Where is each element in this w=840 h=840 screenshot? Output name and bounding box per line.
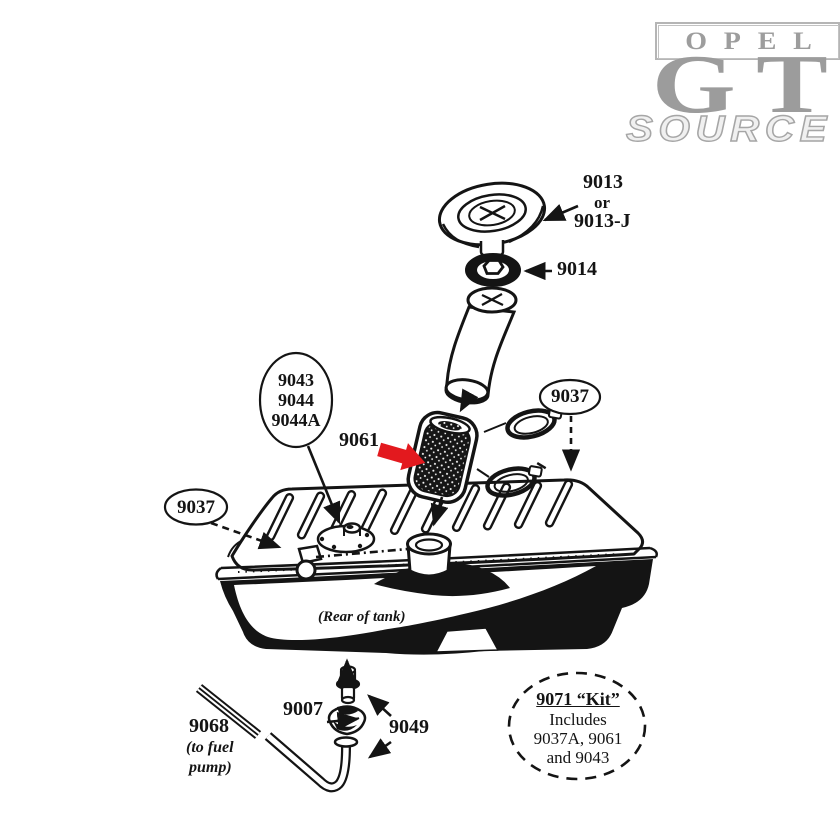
kit-line-parts2: and 9043 [546, 748, 610, 767]
label-rear-of-tank: (Rear of tank) [318, 609, 406, 625]
label-9061: 9061 [339, 429, 379, 451]
pointer-arrow-cap [542, 204, 579, 222]
label-pump: pump) [189, 759, 232, 776]
label-9049: 9049 [389, 716, 429, 738]
kit-oval [507, 671, 647, 781]
kit-title: 9071 “Kit” [536, 689, 620, 709]
label-9037-right: 9037 [551, 386, 589, 407]
label-9043: 9043 [278, 370, 314, 390]
kit-line-parts: 9037A, 9061 [533, 729, 623, 748]
pointer-arrow-vent [210, 521, 282, 550]
vent-valve-illustration [295, 544, 323, 581]
pointer-arrow-drain-plug [326, 711, 360, 730]
gt-logo-text: GT [652, 38, 840, 131]
kit-bubble: 9071 “Kit” Includes 9037A, 9061 and 9043 [509, 689, 647, 767]
clamp-connector-line [483, 422, 507, 433]
callout-oval-clamps [538, 378, 602, 416]
filler-neck-illustration [444, 286, 518, 405]
label-9007: 9007 [283, 698, 323, 720]
gas-cap-illustration [437, 181, 547, 259]
pointer-arrow-sleeve-to-stub [430, 496, 449, 527]
drain-bolt-illustration [335, 665, 361, 705]
drain-pipe-illustration [264, 732, 359, 793]
opel-logo-badge: OPEL [655, 22, 840, 60]
label-9013j: 9013-J [574, 210, 631, 232]
red-highlight-arrow [377, 442, 426, 471]
label-9013: 9013 [583, 171, 623, 193]
label-9014: 9014 [557, 258, 597, 280]
label-to-fuel: (to fuel [186, 739, 234, 756]
label-or: or [594, 193, 611, 212]
callout-oval-vent [163, 488, 229, 526]
pointer-arrow-sender [306, 445, 341, 525]
pointer-arrow-pipe-lower [367, 738, 392, 759]
label-9037-left: 9037 [177, 497, 215, 518]
pointer-arrow-neck-to-sleeve [459, 388, 479, 413]
sender-unit-illustration [316, 522, 376, 554]
callout-oval-sender-group [258, 351, 334, 449]
pointer-dashdot-line [315, 547, 409, 559]
filler-stub [406, 532, 452, 578]
label-9044a: 9044A [271, 410, 321, 430]
hose-clamp-lower-illustration [485, 462, 547, 498]
label-9068: 9068 [189, 715, 229, 737]
kit-line-includes: Includes [549, 710, 607, 729]
cap-washer-illustration [464, 253, 522, 287]
source-logo-text: SOURCE [625, 107, 833, 149]
opel-logo-text: OPEL [685, 28, 829, 55]
fuel-line-illustration [195, 684, 262, 739]
label-9044: 9044 [278, 390, 314, 410]
pointer-arrow-pipe-upper [367, 694, 392, 717]
clamp-connector-line [476, 468, 490, 478]
label-sender-group: 9043 9044 9044A [260, 370, 332, 430]
